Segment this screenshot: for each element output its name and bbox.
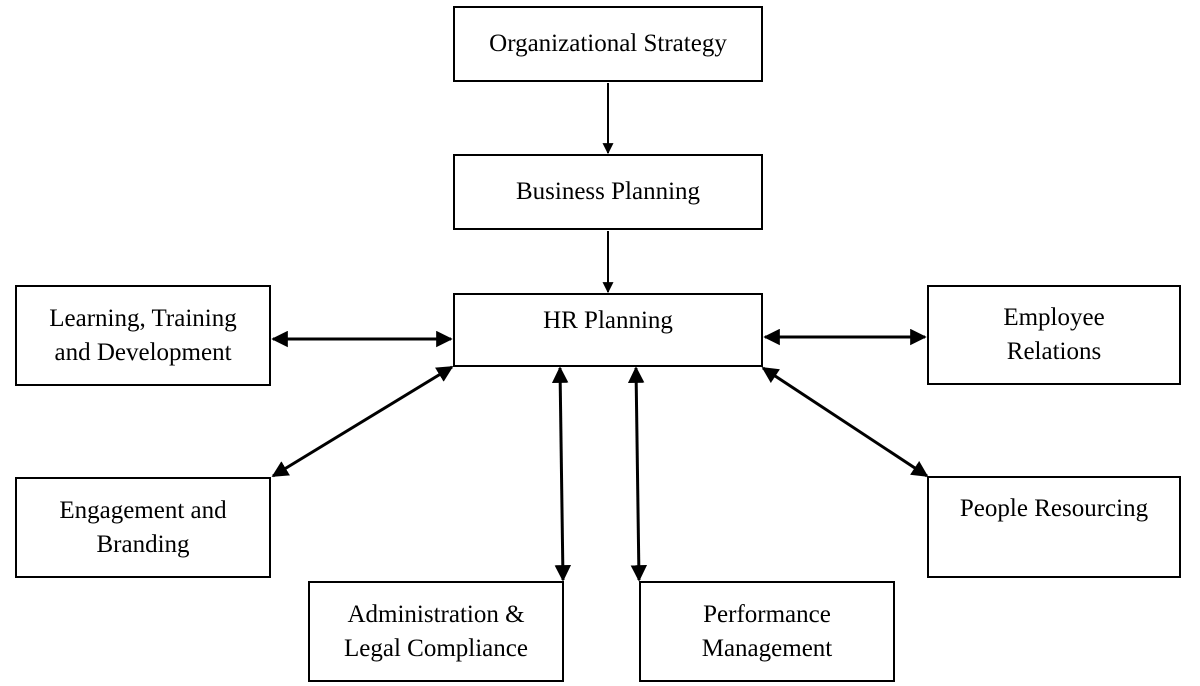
node-hr-planning: HR Planning [453, 293, 763, 367]
node-employee-relations: Employee Relations [927, 285, 1181, 385]
node-engagement-branding: Engagement and Branding [15, 477, 271, 578]
arrow-hr-people-resourcing [761, 366, 929, 478]
node-organizational-strategy: Organizational Strategy [453, 6, 763, 82]
node-people-resourcing: People Resourcing [927, 476, 1181, 578]
arrow-hr-administration [551, 366, 572, 582]
arrow-hr-engagement [271, 365, 454, 478]
node-administration-legal-compliance: Administration & Legal Compliance [308, 581, 564, 682]
node-learning-training-development: Learning, Training and Development [15, 285, 271, 386]
node-performance-management: Performance Management [639, 581, 895, 682]
node-business-planning: Business Planning [453, 154, 763, 230]
arrow-hr-performance [627, 366, 648, 582]
